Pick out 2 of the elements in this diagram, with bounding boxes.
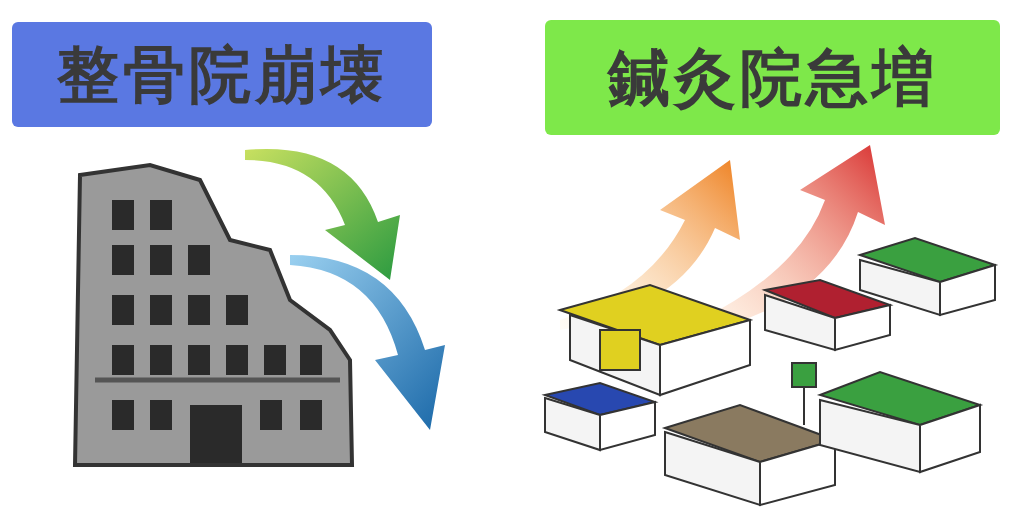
title-banner: 鍼灸院急増	[545, 20, 1000, 135]
title-banner: 整骨院崩壊	[12, 22, 432, 127]
